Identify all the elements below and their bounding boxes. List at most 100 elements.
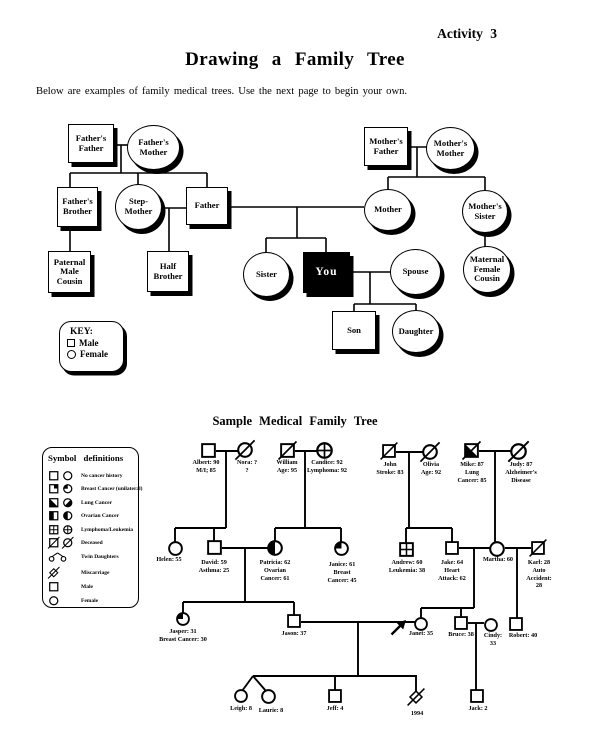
symbol-def-row-3: Ovarian Cancer: [49, 511, 119, 521]
symbol-def-glyphs-8: [49, 582, 81, 592]
person-label-janice: Janice: 61 Breast Cancer: 45: [327, 561, 357, 584]
family-node-label-step-mother: Step- Mother: [124, 196, 153, 216]
person-label-olivia: Olivia Age: 92: [420, 461, 442, 476]
person-label-albert: Albert: 90 M/I; 85: [192, 459, 220, 474]
person-symbol-jake: [445, 541, 459, 555]
symbol-def-glyphs-5: [47, 536, 81, 549]
person-label-janet: Janet: 35: [408, 630, 434, 637]
symbol-def-label: Lung Cancer: [81, 499, 113, 506]
person-symbol-david: [207, 540, 222, 555]
symbol-def-label: Deceased: [81, 539, 103, 546]
person-label-martha: Martha: 60: [482, 556, 514, 563]
key-title: KEY:: [70, 327, 93, 337]
symbol-def-label: Miscarriage: [81, 569, 110, 576]
symbol-def-row-9: Female: [49, 596, 98, 606]
person-label-laurie: Laurie: 8: [258, 707, 284, 714]
person-label-jack: Jack: 2: [468, 705, 488, 712]
circle-quarter-icon: [62, 484, 72, 494]
family-node-son: Son: [332, 311, 376, 350]
family-node-label-fathers-brother: Father's Brother: [62, 196, 93, 216]
person-label-robert: Robert: 40: [508, 632, 538, 639]
symbol-definitions-title: Symbol definitions: [48, 453, 124, 463]
square-slash-icon: [47, 536, 60, 549]
family-node-mothers-father: Mother's Father: [364, 127, 408, 166]
family-node-you: You: [303, 252, 350, 293]
person-label-nora: Nora: ? ?: [236, 459, 258, 474]
symbol-def-row-8: Male: [49, 582, 93, 592]
family-node-label-maternal-female-cousin: Maternal Female Cousin: [469, 254, 505, 284]
person-symbol-olivia: [419, 441, 441, 463]
person-label-jason: Jason: 37: [281, 630, 307, 637]
person-symbol-john: [380, 442, 398, 460]
square-empty-icon: [49, 582, 59, 592]
person-label-mike: Mike: 87 Lung Cancer: 85: [457, 461, 487, 484]
person-symbol-martha: [489, 541, 505, 557]
family-node-label-mothers-father: Mother's Father: [369, 135, 403, 156]
person-label-bruce: Bruce: 38: [448, 631, 474, 638]
family-node-label-son: Son: [347, 324, 361, 335]
square-grid-icon: [49, 525, 59, 535]
proband-arrow-icon: [390, 620, 406, 636]
person-label-patricia: Patricia: 62 Ovarian Cancer: 61: [259, 559, 291, 582]
person-symbol-karl: [529, 539, 547, 557]
symbol-def-glyphs-9: [49, 596, 81, 606]
medical-tree-title: Sample Medical Family Tree: [212, 414, 378, 428]
person-symbol-robert: [509, 617, 523, 631]
family-node-mother: Mother: [364, 189, 412, 231]
symbol-def-glyphs-3: [49, 511, 81, 521]
person-symbol-william: [277, 440, 298, 461]
symbol-def-glyphs-1: [49, 484, 81, 494]
symbol-def-row-5: Deceased: [47, 536, 103, 549]
family-node-half-brother: Half Brother: [147, 251, 189, 292]
person-symbol-bruce: [454, 616, 468, 630]
circle-half-icon: [62, 511, 72, 521]
symbol-def-label: Breast Cancer (unilateral): [81, 485, 143, 492]
symbol-def-row-4: Lymphoma/Leukemia: [49, 525, 133, 535]
key-label-female: Female: [80, 349, 108, 359]
family-node-label-half-brother: Half Brother: [153, 260, 183, 281]
symbol-def-label: No cancer history: [81, 472, 123, 479]
person-symbol-helen: [168, 541, 183, 556]
symbol-def-row-2: Lung Cancer: [49, 498, 112, 508]
person-label-jeff: Jeff: 4: [326, 705, 344, 712]
person-symbol-judy: [507, 440, 530, 463]
family-node-maternal-female-cousin: Maternal Female Cousin: [463, 246, 511, 293]
person-symbol-cindy: [484, 618, 498, 632]
person-symbol-leigh: [234, 689, 248, 703]
symbol-def-row-1: Breast Cancer (unilateral): [49, 484, 143, 494]
person-label-candice: Candice: 92 Lymphoma: 92: [306, 459, 348, 474]
activity-label: Activity 3: [437, 26, 497, 41]
symbol-def-glyphs-7: [47, 566, 81, 579]
person-symbol-albert: [201, 443, 216, 458]
person-label-david: David: 59 Asthma: 25: [198, 559, 230, 574]
square-half-icon: [49, 511, 59, 521]
person-label-karl: Karl: 28 Auto Accident: 28: [526, 559, 552, 590]
person-label-andrew: Andrew: 60 Leukemia: 38: [388, 559, 426, 574]
square-empty-icon: [49, 471, 59, 481]
family-node-fathers-mother: Father's Mother: [127, 125, 180, 170]
symbol-def-label: Female: [81, 597, 99, 604]
symbol-def-label: Male: [81, 583, 93, 590]
family-node-fathers-brother: Father's Brother: [57, 187, 98, 227]
key-box: KEY: Male Female: [59, 321, 124, 372]
symbol-def-glyphs-4: [49, 525, 81, 535]
person-symbol-laurie: [261, 689, 276, 704]
circle-slash-icon: [61, 536, 74, 549]
family-node-sister: Sister: [243, 252, 290, 297]
family-node-spouse: Spouse: [390, 249, 441, 295]
family-node-label-fathers-father: Father's Father: [75, 132, 107, 153]
symbol-def-label: Ovarian Cancer: [81, 512, 120, 519]
person-symbol-jason: [287, 614, 301, 628]
family-node-label-you: You: [315, 266, 338, 279]
family-node-label-fathers-mother: Father's Mother: [138, 136, 169, 157]
person-symbol-nora: [234, 439, 256, 461]
family-node-fathers-father: Father's Father: [68, 124, 114, 163]
family-node-father: Father: [186, 187, 228, 225]
person-label-helen: Helen: 55: [156, 556, 182, 563]
symbol-def-row-6: Twin Daughters: [48, 552, 119, 562]
miscarriage-icon: [47, 566, 60, 579]
symbol-def-label: Lymphoma/Leukemia: [81, 526, 133, 533]
circle-lung-icon: [62, 498, 72, 508]
